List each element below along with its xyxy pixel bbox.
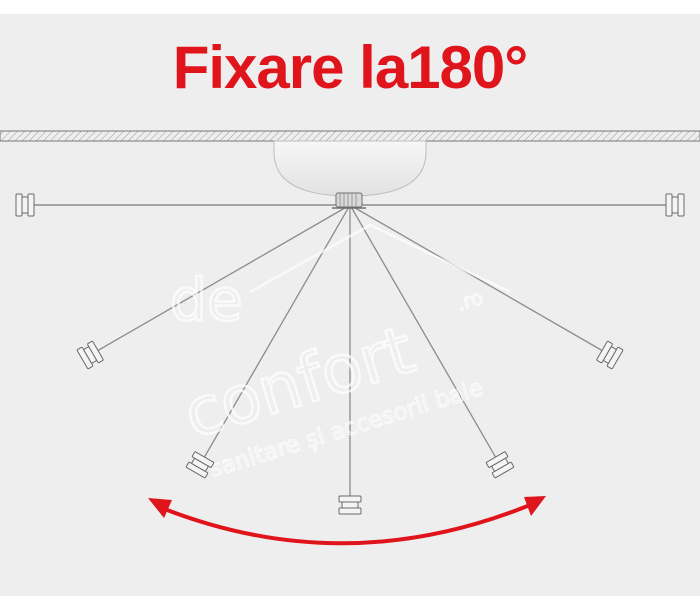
arrow-head-right [524,496,546,516]
ceiling-plank [0,130,700,142]
bracket-clip [596,340,624,370]
pivot-arm [349,204,611,356]
mounting-base [273,140,427,197]
pivot-arm [199,204,351,466]
pivot-hub [332,192,366,209]
watermark-brand-top: de [170,266,243,334]
watermark-domain: .ro [454,285,486,316]
watermark-roof-icon [249,223,511,294]
brand-watermark: de confort .ro sanitare și accesorii bai… [169,223,511,484]
pivot-arm [89,204,351,356]
pivot-arm [349,204,501,466]
arrow-head-left [148,498,172,518]
bracket-clip [15,193,35,217]
bracket-clip [665,193,685,217]
bracket-clip [185,451,215,479]
rotation-arrow [148,496,546,546]
bracket-clip [338,495,362,515]
pivot-arms [25,204,675,505]
bracket-clips [15,193,685,515]
bracket-clip [76,340,104,370]
page-title: Fixare la180° [172,34,529,101]
bracket-clip [485,451,515,479]
